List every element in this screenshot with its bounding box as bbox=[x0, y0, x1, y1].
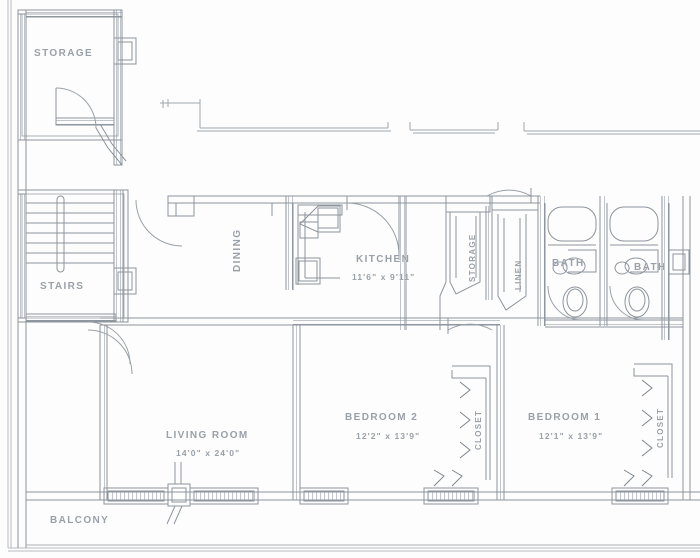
main-lower-wall bbox=[100, 317, 683, 500]
bedroom-closets bbox=[451, 363, 673, 480]
main-upper-wall bbox=[167, 188, 540, 330]
room-label-bath-1: BATH bbox=[634, 262, 667, 273]
room-label-storage-top: STORAGE bbox=[34, 48, 94, 59]
room-label-living-room: LIVING ROOM bbox=[166, 430, 249, 441]
stairs-block bbox=[17, 189, 183, 548]
bottom-window-wall bbox=[26, 462, 700, 525]
room-label-closet-2: CLOSET bbox=[474, 409, 483, 450]
room-label-bedroom-2: BEDROOM 2 bbox=[345, 412, 419, 423]
site-boundary bbox=[7, 0, 700, 552]
room-label-balcony: BALCONY bbox=[50, 515, 110, 526]
bathtub-fixture bbox=[609, 206, 659, 242]
room-label-storage-hall: STORAGE bbox=[468, 233, 477, 282]
room-dim-bedroom-1: 12'1" x 13'9" bbox=[539, 431, 604, 441]
room-label-dining: DINING bbox=[232, 228, 243, 272]
room-label-linen: LINEN bbox=[514, 259, 523, 291]
room-label-stairs: STAIRS bbox=[40, 281, 85, 292]
room-dim-living-room: 14'0" x 24'0" bbox=[176, 448, 241, 458]
upper-ledges bbox=[160, 99, 700, 135]
hall-closets bbox=[439, 195, 539, 330]
room-label-bath-2: BATH bbox=[552, 258, 585, 269]
bathtub-fixture bbox=[547, 206, 597, 242]
bathrooms bbox=[537, 196, 691, 500]
storage-room-top bbox=[17, 9, 137, 200]
room-label-bedroom-1: BEDROOM 1 bbox=[528, 412, 602, 423]
living-room-walls bbox=[87, 325, 133, 500]
wall-linework bbox=[7, 0, 700, 552]
room-dim-kitchen: 11'6" x 9'11" bbox=[352, 272, 416, 282]
room-label-kitchen: KITCHEN bbox=[356, 254, 411, 265]
room-label-closet-1: CLOSET bbox=[656, 407, 665, 448]
kitchen-fixtures bbox=[271, 203, 343, 285]
room-dim-bedroom-2: 12'2" x 13'9" bbox=[356, 431, 421, 441]
